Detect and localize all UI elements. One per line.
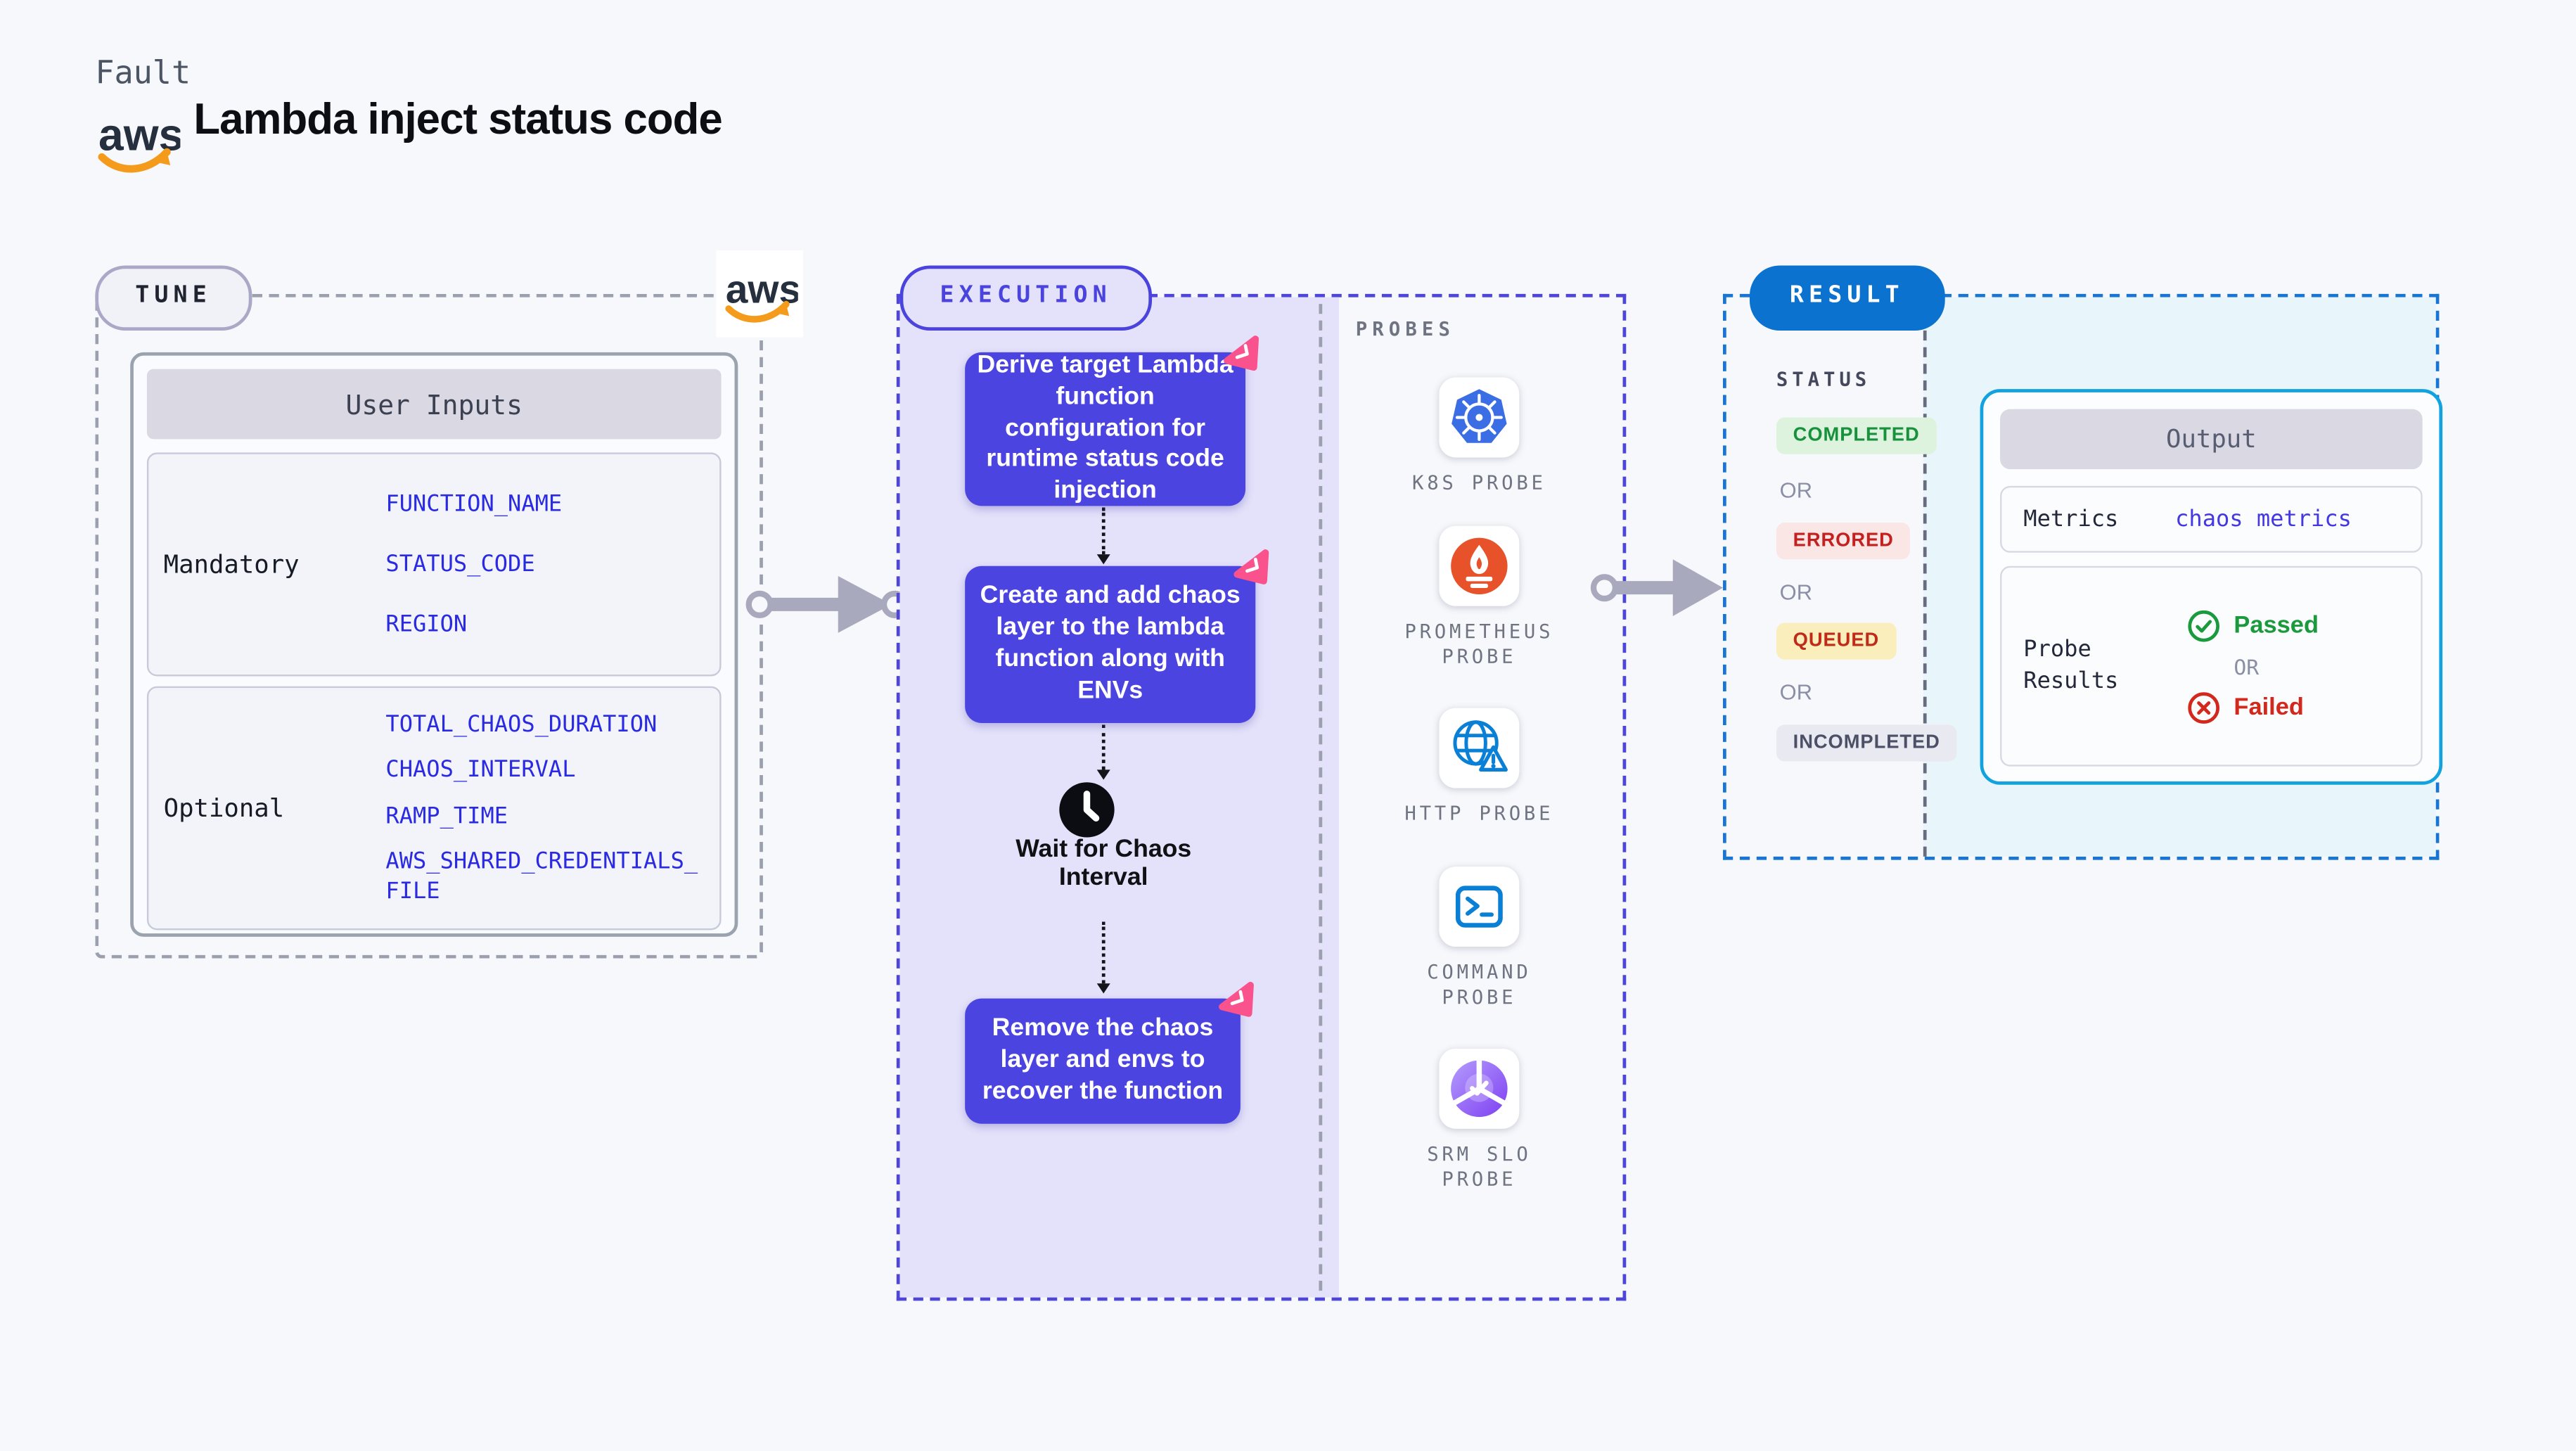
execution-to-result-arrow <box>1590 559 1723 617</box>
page-title: Lambda inject status code <box>193 93 722 144</box>
aws-icon: aws <box>725 267 798 323</box>
passed-row: Passed <box>2187 608 2319 641</box>
command-probe-card <box>1439 867 1520 947</box>
or-label: OR <box>1779 477 1812 503</box>
chaos-fault-icon <box>1233 549 1269 584</box>
clock-icon <box>1059 782 1115 838</box>
step-remove-chaos-layer-label: Remove the chaos layer and envs to recov… <box>982 1014 1224 1106</box>
metrics-label: Metrics <box>2023 505 2119 532</box>
metrics-value: chaos metrics <box>2175 506 2352 533</box>
status-title: STATUS <box>1776 367 1871 391</box>
status-badge-completed: COMPLETED <box>1776 417 1937 454</box>
step-derive-config-label: Derive target Lambda function configurat… <box>977 350 1233 505</box>
failed-row: Failed <box>2187 691 2319 724</box>
user-inputs-title: User Inputs <box>146 369 722 440</box>
chaos-fault-icon <box>1219 981 1254 1017</box>
status-badge-queued: QUEUED <box>1776 622 1896 660</box>
input-field: STATUS_CODE <box>385 551 535 578</box>
tune-to-execution-arrow <box>745 576 905 633</box>
execution-badge: EXECUTION <box>899 265 1152 331</box>
status-badge-incompleted: INCOMPLETED <box>1776 724 1957 762</box>
input-field: FUNCTION_NAME <box>385 490 563 518</box>
output-title: Output <box>2000 409 2423 470</box>
or-label: OR <box>2234 653 2260 679</box>
optional-label: Optional <box>163 793 285 824</box>
input-field: TOTAL_CHAOS_DURATION <box>385 710 658 738</box>
probes-panel-border <box>1319 304 1323 1291</box>
input-field: RAMP_TIME <box>385 803 508 830</box>
aws-logo: aws <box>98 110 180 173</box>
k8s-probe-label: K8S PROBE <box>1412 471 1546 494</box>
prometheus-probe-label: PROMETHEUS PROBE <box>1404 619 1554 667</box>
flow-connector <box>1101 921 1106 984</box>
globe-warning-icon <box>1453 720 1508 772</box>
input-field: CHAOS_INTERVAL <box>385 757 576 784</box>
http-probe-label: HTTP PROBE <box>1404 801 1554 825</box>
step-add-chaos-layer: Create and add chaos layer to the lambda… <box>965 549 1269 723</box>
kubernetes-icon <box>1452 389 1507 443</box>
http-probe-card <box>1439 708 1520 788</box>
step-remove-chaos-layer: Remove the chaos layer and envs to recov… <box>965 981 1254 1124</box>
user-inputs-card: User Inputs Mandatory FUNCTION_NAME STAT… <box>130 352 738 937</box>
mandatory-group: Mandatory FUNCTION_NAME STATUS_CODE REGI… <box>146 452 722 677</box>
wait-for-chaos-interval-label: Wait for Chaos Interval <box>1015 835 1192 892</box>
or-label: OR <box>1779 679 1812 705</box>
terminal-icon <box>1455 886 1503 928</box>
or-label: OR <box>1779 579 1812 605</box>
input-field: AWS_SHARED_CREDENTIALS_FILE <box>385 848 698 906</box>
probe-results-label: Probe Results <box>2023 636 2119 695</box>
failed-label: Failed <box>2234 693 2304 721</box>
mandatory-label: Mandatory <box>163 549 300 580</box>
flow-connector-arrow <box>1096 554 1110 565</box>
result-badge: RESULT <box>1749 265 1944 331</box>
probe-results-row: Probe Results Passed OR Failed <box>2000 565 2423 767</box>
status-badge-errored: ERRORED <box>1776 523 1911 560</box>
optional-group: Optional TOTAL_CHAOS_DURATION CHAOS_INTE… <box>146 686 722 931</box>
srm-slo-probe-label: SRM SLO PROBE <box>1427 1142 1532 1190</box>
probes-title: PROBES <box>1355 317 1456 341</box>
fault-eyebrow: Fault <box>95 55 191 92</box>
prometheus-probe-card <box>1439 525 1520 606</box>
command-probe-label: COMMAND PROBE <box>1427 960 1532 1008</box>
flow-connector-arrow <box>1096 769 1110 780</box>
metrics-row: Metrics chaos metrics <box>2000 485 2423 553</box>
check-circle-icon <box>2188 609 2219 641</box>
tune-panel <box>95 293 763 959</box>
step-derive-config: Derive target Lambda function configurat… <box>965 335 1259 506</box>
slo-donut-icon <box>1451 1060 1508 1118</box>
aws-logo-corner: aws <box>716 250 803 338</box>
k8s-probe-card <box>1439 377 1520 458</box>
output-card: Output Metrics chaos metrics Probe Resul… <box>1980 389 2443 785</box>
flow-connector <box>1101 724 1106 770</box>
srm-slo-probe-card <box>1439 1048 1520 1129</box>
tune-badge: TUNE <box>95 265 252 331</box>
chaos-fault-icon <box>1224 335 1259 371</box>
flow-connector <box>1101 507 1106 555</box>
result-divider <box>1923 297 1927 857</box>
x-circle-icon <box>2188 691 2219 723</box>
prometheus-icon <box>1451 537 1508 595</box>
step-add-chaos-layer-label: Create and add chaos layer to the lambda… <box>980 581 1241 705</box>
flow-connector-arrow <box>1096 983 1110 994</box>
input-field: REGION <box>385 611 468 638</box>
passed-label: Passed <box>2234 612 2319 639</box>
